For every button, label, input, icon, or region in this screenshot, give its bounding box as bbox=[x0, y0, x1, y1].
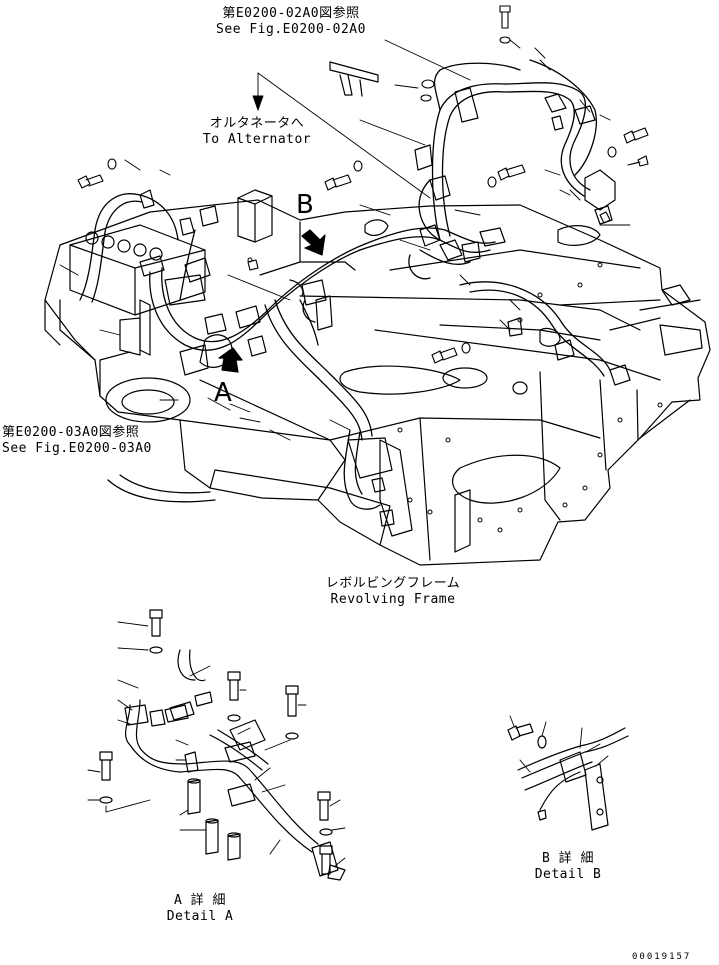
detail-a-title-jp: A 詳 細 bbox=[174, 893, 226, 908]
ref-top-jp: 第E0200-02A0図参照 bbox=[222, 6, 360, 21]
revolving-frame bbox=[44, 199, 711, 566]
ref-left-jp: 第E0200-03A0図参照 bbox=[2, 425, 140, 440]
bolt bbox=[99, 751, 113, 781]
bracket bbox=[584, 763, 609, 831]
detail-b-title-jp: B 詳 細 bbox=[542, 851, 594, 866]
spacer bbox=[227, 833, 241, 861]
detail-a-leaders bbox=[87, 621, 346, 867]
detail-a-title-en: Detail A bbox=[166, 909, 234, 924]
view-b-arrow bbox=[301, 229, 326, 256]
document-number: 00019157 bbox=[632, 952, 692, 962]
connector-housing bbox=[584, 169, 616, 211]
detail-b-drawing bbox=[507, 723, 629, 831]
detail-a-drawing bbox=[99, 609, 346, 881]
view-b-marker: B bbox=[296, 190, 315, 220]
spacer bbox=[187, 779, 201, 815]
bolt bbox=[227, 671, 241, 701]
bolt bbox=[507, 723, 534, 741]
view-arrows bbox=[218, 229, 326, 373]
detail-b-title-en: Detail B bbox=[534, 867, 602, 882]
ref-top-en: See Fig.E0200-02A0 bbox=[216, 22, 366, 37]
bolt bbox=[149, 609, 163, 637]
revolving-frame-en: Revolving Frame bbox=[330, 592, 456, 607]
battery-box bbox=[69, 224, 206, 356]
swing-circle-opening bbox=[105, 377, 191, 423]
frame-cutout bbox=[339, 365, 461, 395]
harness-clamps bbox=[139, 61, 631, 537]
bolt bbox=[623, 127, 649, 144]
bolt bbox=[324, 174, 352, 191]
frame-counterweight-block bbox=[659, 324, 703, 356]
view-a-marker: A bbox=[214, 378, 233, 408]
detail-b-leaders bbox=[509, 715, 609, 773]
bolt bbox=[497, 164, 526, 181]
revolving-frame-jp: レボルビングフレーム bbox=[325, 576, 461, 591]
bolt bbox=[317, 791, 331, 821]
alternator-en: To Alternator bbox=[202, 132, 312, 147]
leader-lines bbox=[59, 39, 631, 441]
spacer bbox=[205, 819, 219, 855]
washer bbox=[149, 646, 163, 654]
washer bbox=[499, 36, 511, 44]
fasteners bbox=[77, 5, 649, 364]
wiring-harness bbox=[79, 59, 611, 510]
ref-left-en: See Fig.E0200-03A0 bbox=[2, 441, 152, 456]
bolt bbox=[319, 845, 333, 875]
connector-housing bbox=[347, 437, 393, 479]
view-a-arrow bbox=[218, 347, 243, 373]
bolt bbox=[431, 347, 458, 364]
bracket bbox=[329, 61, 379, 83]
washer bbox=[537, 735, 547, 749]
frame-cutout bbox=[452, 454, 561, 504]
bolt bbox=[77, 174, 104, 189]
relay-box bbox=[237, 189, 273, 243]
alternator-jp: オルタネータへ bbox=[209, 116, 305, 131]
bolt bbox=[499, 5, 511, 29]
bolt bbox=[285, 685, 299, 717]
